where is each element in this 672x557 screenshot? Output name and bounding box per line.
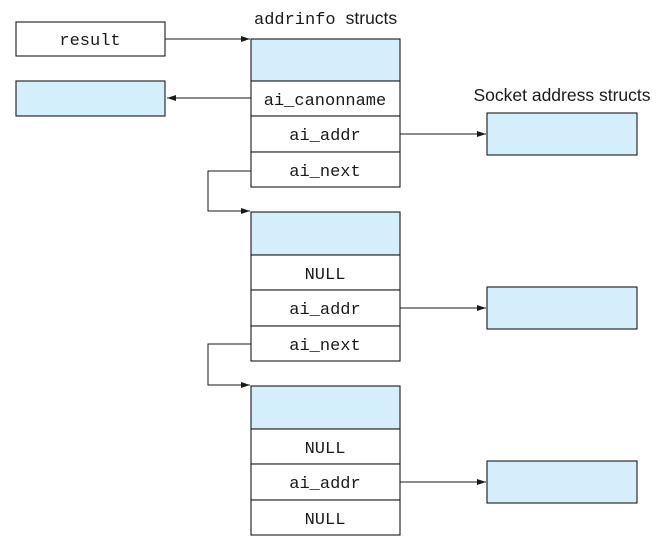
result-box [15,21,166,57]
struct-1-field-3-label: ai_next [289,163,360,182]
struct-1-field-1-label: ai_canonname [264,92,386,111]
struct-2-field-1-label: NULL [305,266,346,285]
addrinfo-struct-2: NULL ai_addr ai_next [250,211,401,362]
next-arrow-2 [207,343,251,388]
addrinfo-title: addrinfo structs [254,8,397,30]
struct-1-header [250,38,401,82]
next-arrow-1 [207,170,251,214]
struct-3-field-2-label: ai_addr [289,475,360,494]
struct-1-field-1 [250,80,401,117]
addrinfo-title-code: addrinfo [254,11,336,30]
socket-title: Socket address structs [473,85,650,105]
socket-address-box-2 [486,286,638,330]
canonname-box [15,80,166,117]
socket-address-box-1 [486,112,638,156]
struct-2-header [250,211,401,256]
struct-2-field-3 [250,325,401,362]
struct-2-field-2-label: ai_addr [289,301,360,320]
struct-3-field-1 [250,428,401,465]
socket-address-box-3 [486,460,638,504]
struct-3-field-1-label: NULL [305,440,346,459]
struct-1-field-2-label: ai_addr [289,127,360,146]
struct-3-header [250,385,401,430]
addrinfo-title-suffix: structs [346,8,398,28]
addrinfo-struct-1: ai_canonname ai_addr ai_next [250,38,401,188]
struct-1-field-3 [250,151,401,188]
struct-3-field-2 [250,463,401,501]
struct-2-field-3-label: ai_next [289,337,360,356]
struct-1-field-2 [250,115,401,153]
struct-3-field-3 [250,499,401,536]
struct-3-field-3-label: NULL [305,511,346,530]
result-label: result [59,32,120,51]
addrinfo-struct-3: NULL ai_addr NULL [250,385,401,536]
